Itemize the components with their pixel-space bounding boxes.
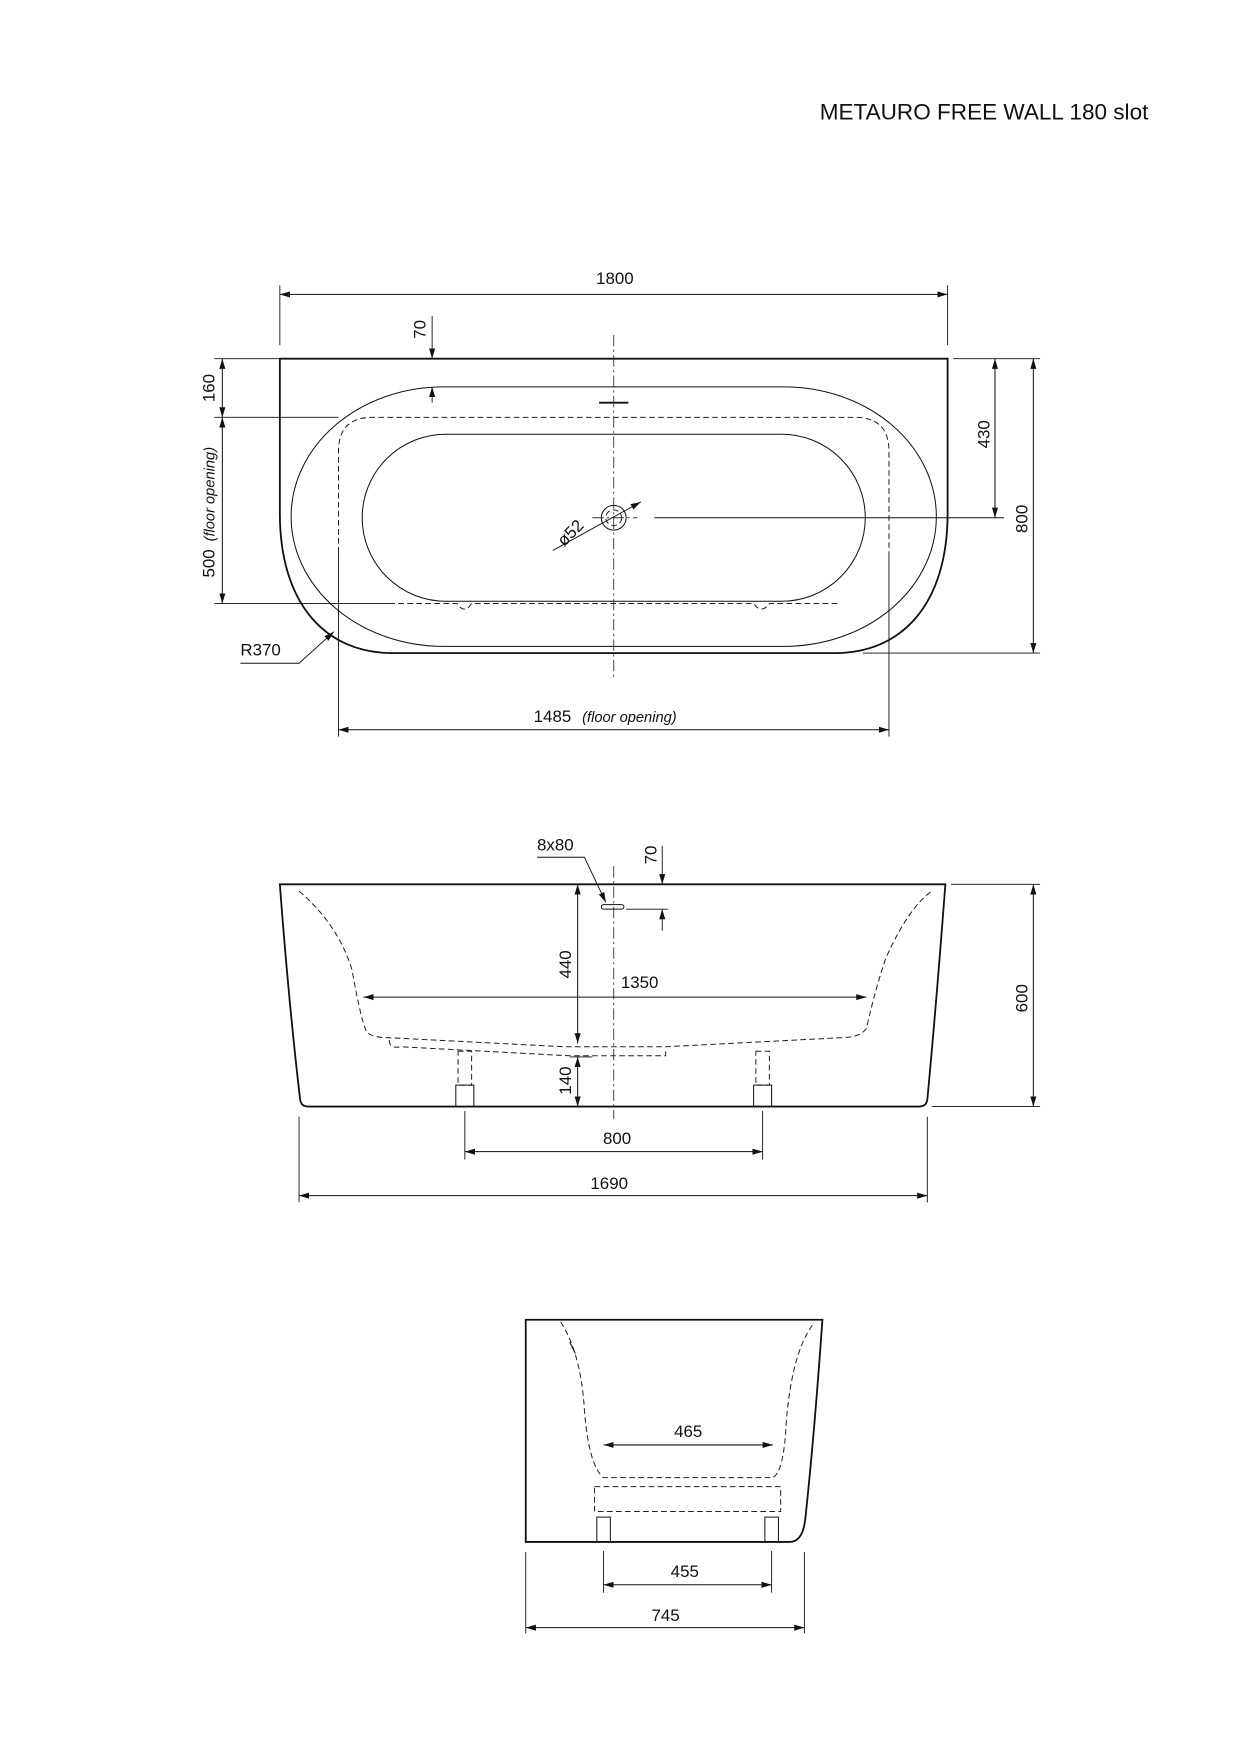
label-1485-note: (floor opening) [582, 710, 677, 726]
top-view: 1800 70 160 500 (floor opening) R370 430… [199, 269, 1041, 737]
label-1485: 1485 [534, 707, 572, 726]
label-800-side: 800 [603, 1129, 631, 1148]
drain-leader [552, 501, 642, 551]
end-foot-right [764, 1516, 779, 1543]
end-wall-mark [569, 1342, 576, 1354]
slot-leader [537, 856, 607, 903]
side-floor-dashed [388, 1039, 667, 1057]
label-440: 440 [556, 950, 575, 978]
slot-mark [600, 904, 625, 910]
label-600: 600 [1013, 984, 1032, 1012]
end-inner-dashed [560, 1321, 813, 1479]
foot-right [755, 1050, 770, 1086]
tub-outline [278, 357, 949, 654]
label-160: 160 [199, 374, 218, 402]
label-465: 465 [674, 1422, 702, 1441]
side-view: 8x80 70 440 140 1350 600 800 1690 [278, 835, 1041, 1203]
label-r370: R370 [240, 640, 280, 659]
label-70-side: 70 [642, 846, 661, 865]
end-outline [524, 1318, 824, 1543]
label-455: 455 [671, 1562, 699, 1581]
side-inner-dashed [298, 890, 933, 1048]
drawing-title: METAURO FREE WALL 180 slot [820, 100, 1149, 125]
label-430: 430 [974, 420, 993, 448]
label-745: 745 [652, 1606, 680, 1625]
label-1690: 1690 [590, 1174, 628, 1193]
label-o52: ø52 [553, 516, 587, 550]
label-500-note: (floor opening) [202, 447, 218, 542]
label-1800: 1800 [596, 269, 634, 288]
label-140: 140 [556, 1066, 575, 1094]
side-outline [278, 883, 947, 1108]
radius-leader [240, 631, 335, 664]
foot-left [457, 1050, 473, 1086]
end-foot-left [596, 1516, 611, 1543]
end-platform-dashed [594, 1486, 782, 1512]
foot-right-base [753, 1084, 773, 1108]
floor-opening-bottom-dashed [389, 602, 841, 610]
label-8x80: 8x80 [537, 835, 574, 854]
foot-left-base [455, 1084, 475, 1108]
label-1350: 1350 [621, 973, 659, 992]
label-70-top: 70 [410, 320, 429, 339]
label-500: 500 [199, 549, 218, 577]
end-view: 465 455 745 [524, 1318, 824, 1634]
label-800-top: 800 [1013, 505, 1032, 533]
